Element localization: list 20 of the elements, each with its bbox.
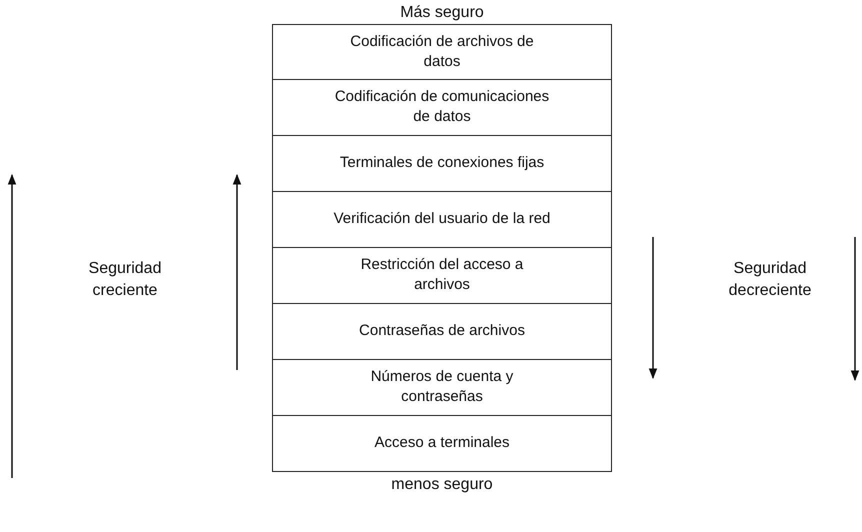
top-caption: Más seguro	[399, 3, 485, 23]
level-text: Contraseñas de archivos	[359, 321, 525, 342]
security-level-box	[272, 246, 612, 304]
security-level-box	[272, 78, 612, 136]
security-level-box	[272, 134, 612, 192]
security-level-box	[272, 414, 612, 472]
side-caption: Seguridad creciente	[88, 259, 162, 301]
bottom-caption: menos seguro	[390, 475, 494, 495]
level-text: Restricción del acceso a archivos	[360, 255, 524, 296]
level-text: Acceso a terminales	[374, 433, 510, 454]
security-level-box	[272, 358, 612, 416]
level-text: Terminales de conexiones fijas	[340, 153, 544, 174]
level-text: Codificación de comunicaciones de datos	[334, 87, 550, 128]
security-level-box	[272, 190, 612, 248]
level-text: Números de cuenta y contraseñas	[370, 367, 514, 408]
level-text: Codificación de archivos de datos	[349, 32, 535, 72]
security-level-box	[272, 24, 612, 80]
security-level-box	[272, 302, 612, 360]
level-text: Verificación del usuario de la red	[334, 209, 550, 230]
side-caption: Seguridad decreciente	[728, 259, 812, 301]
